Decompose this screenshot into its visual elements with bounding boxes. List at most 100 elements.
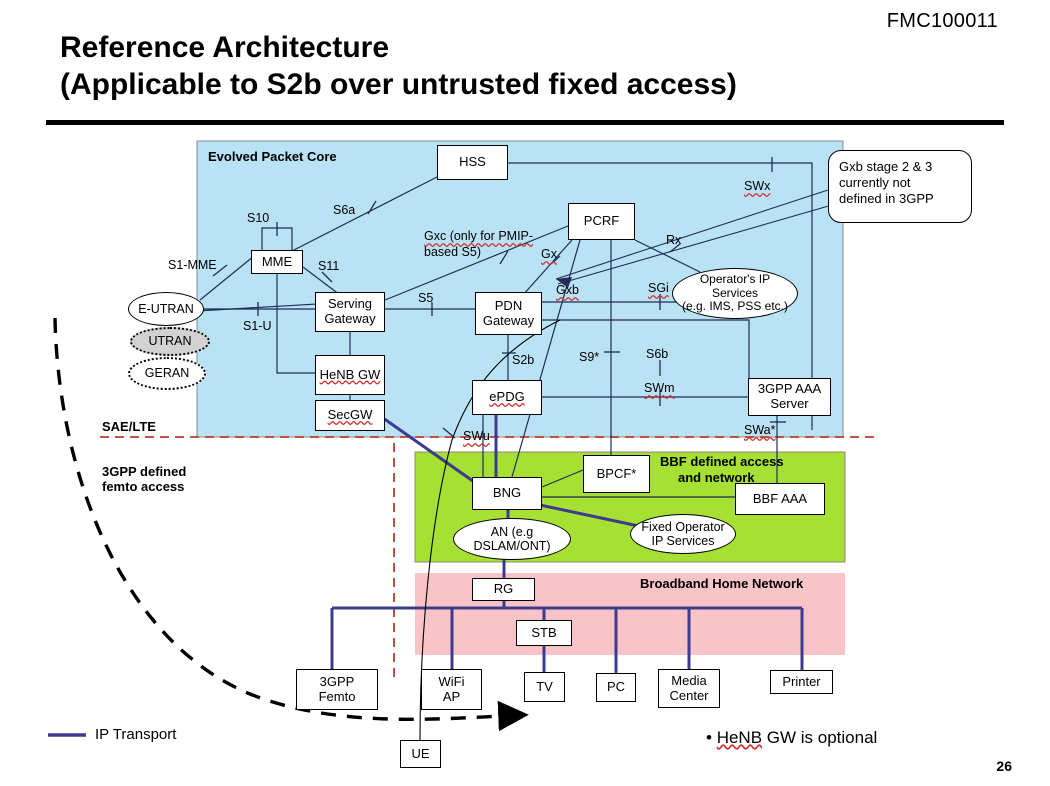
node-hss[interactable]: HSS [437, 145, 508, 180]
pdn-gateway-line-1: PDN [494, 297, 523, 313]
side-label-sae-lte: SAE/LTE [102, 419, 156, 434]
wifi-line-1: WiFi [438, 673, 465, 689]
footnote-part-1: HeNB [716, 728, 763, 747]
node-stb[interactable]: STB [516, 620, 572, 646]
node-printer[interactable]: Printer [770, 670, 833, 694]
node-tv[interactable]: TV [524, 672, 565, 702]
ip-link-bng-fixedop [539, 503, 649, 530]
node-3gpp-femto[interactable]: 3GPP Femto [296, 669, 378, 710]
link-gx [522, 239, 573, 296]
zone-label-epc: Evolved Packet Core [208, 149, 337, 164]
operator-ip-line-3: (e.g. IMS, PSS etc.) [681, 299, 789, 314]
iface-label-swu: SWu [463, 429, 490, 443]
fixed-op-line-2: IP Services [651, 534, 715, 548]
node-media-center[interactable]: Media Center [658, 669, 720, 708]
aaa-line-2: Server [770, 396, 809, 411]
footnote-bullet: • [706, 728, 717, 747]
footnote-part-2: GW is optional [762, 728, 878, 747]
iface-label-s1-mme: S1-MME [168, 258, 217, 272]
media-line-2: Center [669, 687, 709, 703]
link-s6b [542, 319, 750, 378]
footnote-henb-optional: • HeNB GW is optional [706, 728, 877, 748]
node-utran[interactable]: UTRAN [130, 327, 210, 356]
link-gxc [384, 225, 569, 301]
iface-label-s6a: S6a [333, 203, 356, 217]
callout-leader-bottom [557, 204, 833, 285]
node-geran[interactable]: GERAN [128, 357, 206, 390]
aaa-line-1: 3GPP AAA [757, 381, 822, 397]
iface-label-s5: S5 [418, 291, 434, 305]
node-ue[interactable]: UE [400, 740, 441, 768]
iface-label-s2b: S2b [512, 353, 535, 367]
document-id: FMC100011 [886, 10, 998, 32]
femto-access-arrow [53, 317, 529, 732]
link-bng-bpcf [541, 469, 584, 488]
media-line-1: Media [671, 672, 707, 688]
iface-label-s11: S11 [318, 259, 340, 273]
node-henb-gw[interactable]: HeNB GW [315, 355, 385, 395]
tick-gxc [499, 250, 509, 265]
node-bbf-aaa[interactable]: BBF AAA [735, 483, 825, 515]
iface-note-gxc-line1: Gxc (only for PMIP- [424, 229, 534, 243]
link-rx [634, 239, 701, 273]
link-s6a [289, 176, 438, 253]
callout-line-1: Gxb stage 2 & 3 [839, 159, 933, 174]
link-swx [508, 162, 813, 430]
node-fixed-operator-ip-services[interactable]: Fixed Operator IP Services [630, 514, 736, 554]
node-rg[interactable]: RG [472, 578, 535, 601]
node-wifi-ap[interactable]: WiFi AP [421, 669, 482, 710]
tick-s6a [367, 200, 377, 215]
iface-label-swa: SWa* [744, 423, 776, 437]
tick-rx [669, 243, 681, 253]
wifi-line-2: AP [442, 688, 461, 704]
legend-label-ip-transport: IP Transport [95, 726, 177, 743]
node-mme[interactable]: MME [251, 250, 303, 274]
iface-label-gxb: Gxb [556, 283, 579, 297]
callout-leader-arrow [556, 277, 572, 288]
zone-label-bbf-line1: BBF defined access [660, 454, 784, 469]
serving-gateway-line-1: Serving [327, 296, 373, 312]
callout-gxb-note: Gxb stage 2 & 3 currently not defined in… [828, 150, 972, 223]
femto-line-1: 3GPP [319, 673, 355, 689]
iface-label-s6b: S6b [646, 347, 669, 361]
link-s11 [302, 266, 341, 296]
side-label-femto-line2: femto access [102, 479, 185, 494]
zone-label-bbf-line2: and network [678, 470, 755, 485]
tick-s1mme [212, 264, 228, 277]
fixed-op-line-1: Fixed Operator [641, 519, 725, 534]
callout-line-2: currently not [839, 174, 911, 190]
iface-label-gx: Gx [541, 247, 557, 261]
node-3gpp-aaa-server[interactable]: 3GPP AAA Server [748, 378, 831, 416]
tick-s11 [321, 271, 333, 283]
node-access-node[interactable]: AN (e.g DSLAM/ONT) [453, 518, 571, 560]
iface-note-gxc-line2: based S5) [424, 245, 481, 259]
femto-line-2: Femto [318, 688, 356, 704]
node-pdn-gateway[interactable]: PDN Gateway [475, 292, 542, 335]
iface-label-rx: Rx [666, 233, 682, 247]
tick-swu [442, 427, 456, 439]
title-underline-rule [46, 120, 1004, 125]
node-serving-gateway[interactable]: Serving Gateway [315, 292, 385, 332]
iface-label-s9: S9* [579, 350, 600, 364]
zone-label-home: Broadband Home Network [640, 576, 804, 591]
side-label-femto-line1: 3GPP defined [102, 464, 187, 479]
node-pc[interactable]: PC [596, 673, 636, 702]
pdn-gateway-line-2: Gateway [482, 312, 535, 328]
operator-ip-line-1: Operator's IP [699, 271, 771, 286]
node-bpcf[interactable]: BPCF* [583, 455, 650, 493]
an-line-2: DSLAM/ONT) [473, 539, 551, 553]
node-eutran[interactable]: E-UTRAN [128, 292, 204, 326]
node-pcrf[interactable]: PCRF [568, 203, 635, 240]
node-operator-ip-services[interactable]: Operator's IP Services (e.g. IMS, PSS et… [672, 268, 798, 319]
page-title: Reference Architecture (Applicable to S2… [60, 30, 960, 103]
iface-label-s1-u: S1-U [243, 319, 272, 333]
node-secgw[interactable]: SecGW [315, 400, 385, 431]
link-ue-curve [419, 319, 561, 741]
node-epdg[interactable]: ePDG [472, 380, 542, 415]
node-bng[interactable]: BNG [472, 477, 542, 510]
link-s1mme [199, 255, 255, 301]
title-line-1: Reference Architecture [60, 31, 390, 64]
page-number: 26 [996, 758, 1012, 774]
operator-ip-line-2: Services [711, 285, 758, 300]
